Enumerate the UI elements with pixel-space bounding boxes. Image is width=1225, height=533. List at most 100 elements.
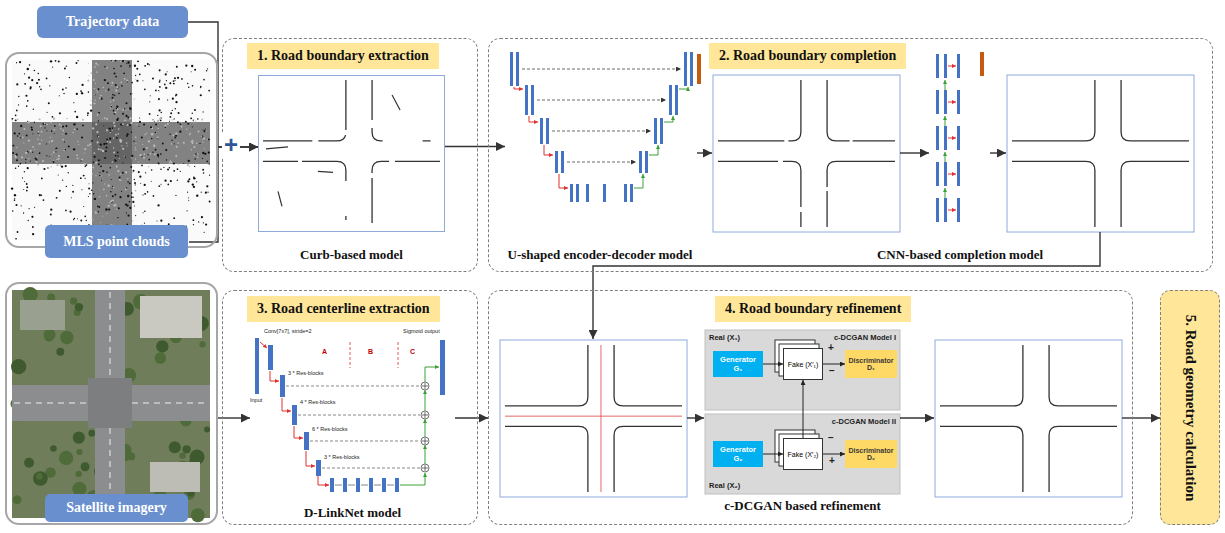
point (94, 94, 95, 95)
sum-node (421, 464, 429, 472)
tree (199, 341, 205, 347)
point (173, 118, 174, 119)
point (166, 80, 167, 81)
point (144, 88, 146, 90)
layout-line (945, 152, 946, 162)
point (143, 123, 145, 125)
point (92, 167, 94, 169)
point (152, 77, 154, 79)
point (55, 60, 57, 62)
figure-part (603, 184, 606, 202)
point (46, 78, 48, 80)
point (160, 168, 162, 170)
point (148, 140, 150, 142)
point (29, 208, 30, 209)
point (58, 174, 59, 175)
point (135, 215, 136, 216)
tree (76, 471, 82, 477)
point (173, 170, 175, 172)
point (98, 145, 99, 146)
discriminator-box: Discriminator D₁ (845, 350, 897, 378)
point (27, 121, 29, 123)
point (93, 156, 95, 158)
flow-arrow (445, 146, 505, 147)
point (114, 194, 116, 196)
point (198, 221, 199, 222)
box-label: Fake (X′₂) (788, 451, 819, 458)
layout-line (374, 485, 381, 486)
point (128, 109, 129, 110)
point (62, 88, 64, 90)
point (126, 212, 127, 213)
figure-part (654, 118, 657, 144)
tree (191, 508, 205, 522)
point (48, 102, 50, 104)
stage-group: D-LinkNet model3. Road centerline extrac… (222, 290, 478, 525)
point (206, 160, 208, 162)
point (189, 134, 190, 135)
fake-sample-box: Fake (X′₂) (783, 438, 823, 470)
point (175, 195, 176, 196)
point (154, 153, 156, 155)
point (20, 137, 21, 138)
point (139, 73, 141, 75)
point (139, 154, 141, 156)
point (171, 143, 173, 145)
point (141, 136, 143, 138)
point (83, 175, 85, 177)
point (126, 63, 127, 64)
point (91, 140, 93, 142)
point (111, 105, 112, 106)
point (25, 152, 27, 154)
point (97, 64, 98, 65)
point (186, 210, 187, 211)
point (196, 143, 197, 144)
point (15, 115, 17, 117)
point (72, 185, 73, 186)
point (28, 152, 29, 153)
point (106, 139, 108, 141)
point (106, 143, 108, 145)
point (96, 71, 98, 73)
point (34, 122, 35, 123)
tree (24, 458, 34, 468)
point (173, 162, 175, 164)
point (149, 113, 151, 115)
point (97, 114, 99, 116)
layout-line (1122, 417, 1133, 418)
point (157, 220, 158, 221)
discriminator-box: Discriminator D₂ (845, 440, 897, 468)
point (194, 109, 196, 111)
point (18, 166, 19, 167)
satellite-image (12, 290, 210, 518)
point (29, 88, 31, 90)
point (60, 164, 62, 166)
point (29, 64, 31, 66)
road-surface (12, 122, 210, 164)
point (116, 108, 117, 109)
point (26, 134, 28, 136)
point (178, 164, 179, 165)
point (183, 142, 185, 144)
point (183, 163, 184, 164)
point (114, 95, 115, 96)
layer-note: 3 * Res-blocks (324, 455, 359, 461)
image-label: Satellite imagery (45, 494, 188, 522)
point (68, 146, 70, 148)
figure-part (944, 54, 947, 78)
point (55, 148, 57, 150)
flow-arrow (763, 364, 783, 365)
point (24, 171, 25, 172)
layout-line (335, 485, 342, 486)
point (100, 144, 102, 146)
point (118, 87, 119, 88)
point (172, 119, 173, 120)
point (110, 191, 112, 193)
tree (70, 298, 77, 305)
point (74, 111, 76, 113)
point (109, 141, 111, 143)
point (44, 127, 45, 128)
point (142, 80, 143, 81)
result-panel (935, 340, 1122, 497)
point (158, 156, 159, 157)
